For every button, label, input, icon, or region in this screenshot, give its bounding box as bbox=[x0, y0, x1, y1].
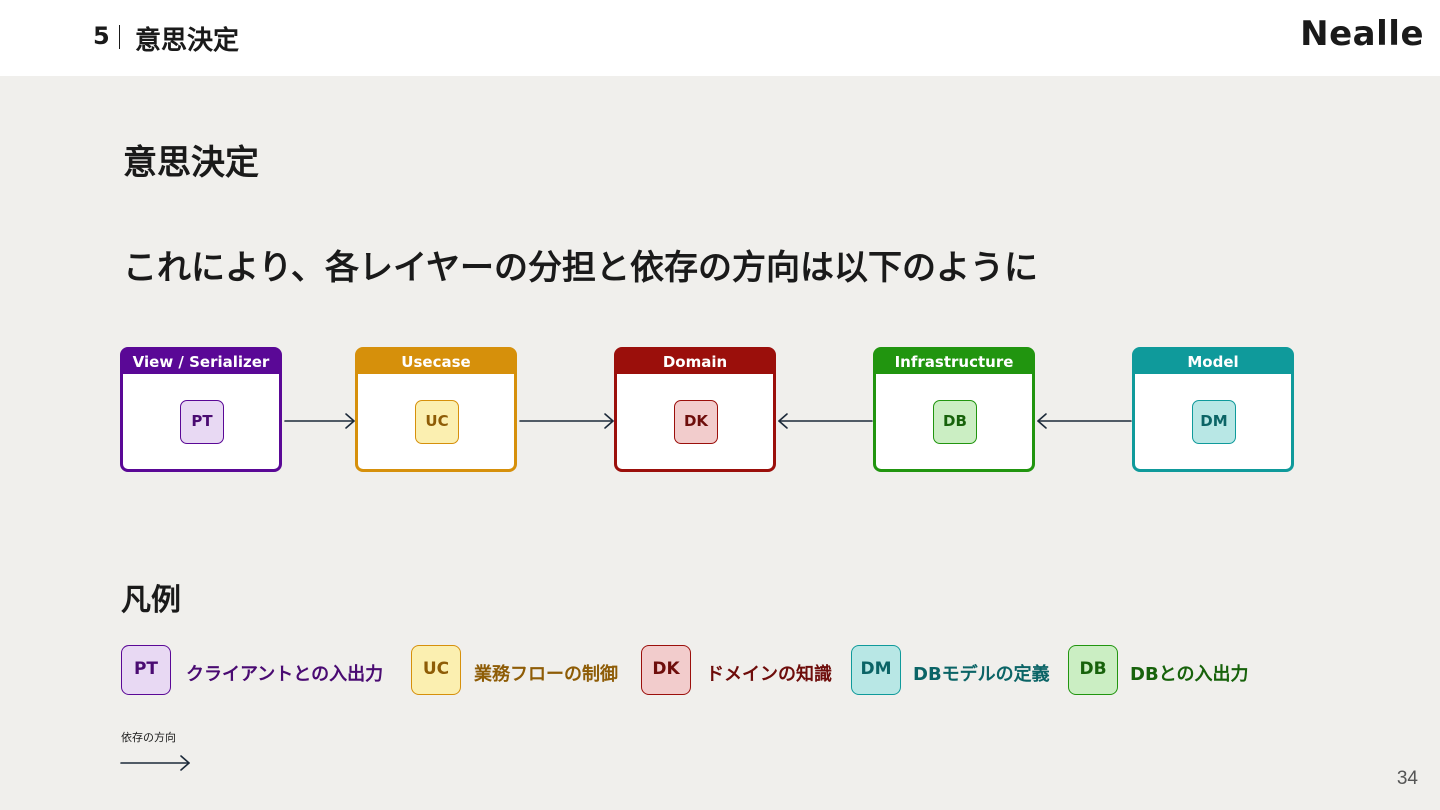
legend-chip-dk: DK bbox=[641, 645, 691, 695]
legend-text-uc: 業務フローの制御 bbox=[474, 664, 618, 685]
layer-domain: Domain DK bbox=[614, 347, 776, 472]
layer-header: Infrastructure bbox=[876, 350, 1032, 374]
layer-header: Domain bbox=[617, 350, 773, 374]
section-number: 5 bbox=[93, 22, 110, 50]
layer-usecase: Usecase UC bbox=[355, 347, 517, 472]
layer-model: Model DM bbox=[1132, 347, 1294, 472]
legend-text-pt: クライアントとの入出力 bbox=[186, 664, 384, 685]
legend-text-db: DBとの入出力 bbox=[1130, 664, 1249, 685]
legend-chip-db: DB bbox=[1068, 645, 1118, 695]
layer-view-serializer: View / Serializer PT bbox=[120, 347, 282, 472]
layer-header: View / Serializer bbox=[123, 350, 279, 374]
layer-chip-db: DB bbox=[933, 400, 977, 444]
dependency-label: 依存の方向 bbox=[121, 731, 176, 744]
legend-chip-pt: PT bbox=[121, 645, 171, 695]
page-number: 34 bbox=[1396, 768, 1418, 789]
header: 5 意思決定 Nealle bbox=[0, 0, 1440, 76]
legend-text-dk: ドメインの知識 bbox=[706, 664, 832, 685]
layer-header: Model bbox=[1135, 350, 1291, 374]
brand-logo: Nealle bbox=[1300, 14, 1424, 54]
legend-title: 凡例 bbox=[121, 583, 181, 618]
layer-chip-dk: DK bbox=[674, 400, 718, 444]
layer-chip-dm: DM bbox=[1192, 400, 1236, 444]
legend-chip-dm: DM bbox=[851, 645, 901, 695]
legend-text-dm: DBモデルの定義 bbox=[913, 664, 1050, 685]
layer-chip-pt: PT bbox=[180, 400, 224, 444]
legend-chip-uc: UC bbox=[411, 645, 461, 695]
lead-text: これにより、各レイヤーの分担と依存の方向は以下のように bbox=[123, 248, 1038, 288]
section-title: 意思決定 bbox=[135, 26, 240, 56]
layer-chip-uc: UC bbox=[415, 400, 459, 444]
page-title: 意思決定 bbox=[123, 143, 259, 183]
section-divider bbox=[119, 25, 120, 49]
layer-infrastructure: Infrastructure DB bbox=[873, 347, 1035, 472]
layer-header: Usecase bbox=[358, 350, 514, 374]
